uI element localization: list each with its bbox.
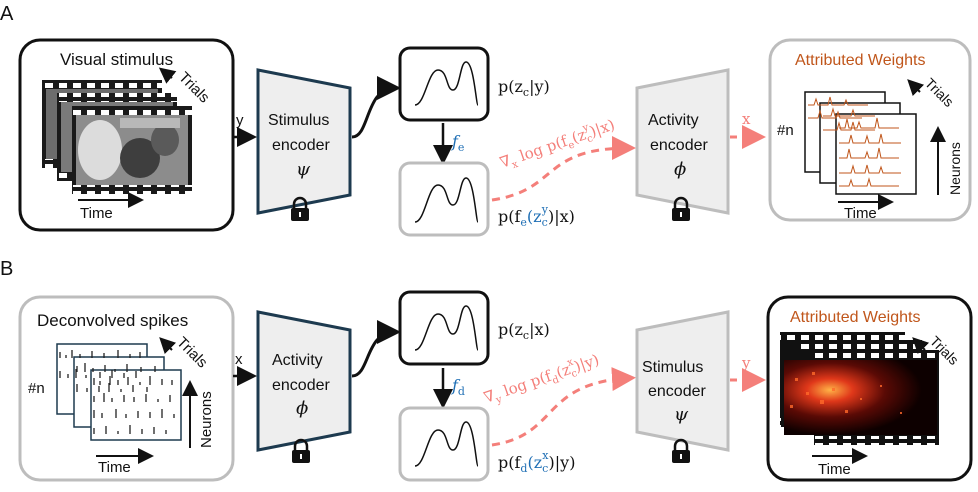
time-label-b: Time [98, 459, 131, 476]
activity-encoder-a: Activity encoder ϕ [635, 68, 730, 215]
dist-top-label-b: p(zc|x) [498, 320, 550, 342]
time-label-a: Time [80, 205, 113, 222]
distribution-box-bottom-a [398, 161, 490, 237]
dist-bottom-label-a: p(fe(zcy)|x) [498, 203, 575, 229]
encoder-symbol: ψ [296, 159, 311, 180]
x-label-a: x [742, 110, 751, 128]
encoder2-label-top: Activity [648, 112, 699, 129]
encoder-b-label-mid: encoder [272, 377, 330, 394]
gradient-arrow-b [491, 367, 636, 447]
dist-bottom-label-b: p(fd(zcx)|y) [498, 449, 575, 475]
fe-label: fe [451, 132, 464, 154]
encoder-b-label-top: Activity [272, 352, 323, 369]
encoder2-symbol: ϕ [674, 159, 686, 180]
fd-label: fd [451, 376, 465, 398]
distribution-box-top-b [398, 290, 490, 366]
panel-label-a: A [0, 3, 14, 25]
distribution-box-bottom-b [398, 406, 490, 482]
arrow-encoder-to-dist [351, 76, 401, 139]
trace-stack-a [804, 91, 917, 195]
activity-encoder-b: Activity encoder ϕ [256, 310, 352, 452]
y-label-b: y [741, 354, 751, 372]
n-label-b: #n [28, 380, 45, 397]
gradient-arrow-a [491, 136, 636, 202]
dist-top-label-a: p(zc|y) [498, 77, 550, 99]
lock-icon [291, 196, 309, 221]
x-label-b: x [235, 351, 243, 368]
visual-stimulus-title: Visual stimulus [60, 50, 173, 69]
deconvolved-spikes-title: Deconvolved spikes [37, 311, 188, 330]
stimulus-encoder-a: Stimulus encoder ψ [256, 68, 352, 215]
stimulus-encoder-b: Stimulus encoder ψ [635, 310, 730, 452]
attributed-weights-box-b: Attributed Weights [766, 295, 973, 482]
neurons-label-a: Neurons [947, 142, 963, 195]
gradient-label-b: ∇y log p(fd(zcx)|y) [481, 349, 603, 410]
deconvolved-spikes-box: Deconvolved spikes #n Trials Neurons Tim… [18, 295, 235, 482]
distribution-box-top-a [398, 46, 490, 122]
attributed-weights-title-b: Attributed Weights [790, 309, 920, 326]
encoder2-b-label-top: Stimulus [642, 359, 703, 376]
attributed-weights-box-a: Attributed Weights #n Trials Neurons Tim… [768, 38, 972, 222]
encoder2-label-mid: encoder [650, 137, 708, 154]
spike-stack [56, 343, 182, 441]
lock-icon [672, 196, 690, 221]
time-label-out-b: Time [818, 461, 851, 478]
lock-icon [292, 438, 310, 463]
encoder2-b-symbol: ψ [674, 404, 689, 425]
panel-label-b: B [0, 258, 13, 280]
arrow-encoder-b-to-dist [351, 320, 401, 378]
encoder2-b-label-mid: encoder [648, 383, 706, 400]
visual-stimulus-box: Visual stimulus [18, 38, 235, 232]
heatmap-film-stack [780, 332, 939, 445]
film-strip-stack [42, 80, 192, 194]
time-label-out-a: Time [844, 205, 877, 222]
n-label-a: #n [777, 122, 794, 139]
encoder-label-mid: encoder [272, 137, 330, 154]
y-label-a: y [236, 112, 244, 129]
encoder-label-top: Stimulus [268, 112, 329, 129]
lock-icon [672, 438, 690, 463]
attributed-weights-title-a: Attributed Weights [795, 52, 925, 69]
neurons-label-b: Neurons [198, 391, 215, 448]
encoder-b-symbol: ϕ [296, 398, 308, 419]
